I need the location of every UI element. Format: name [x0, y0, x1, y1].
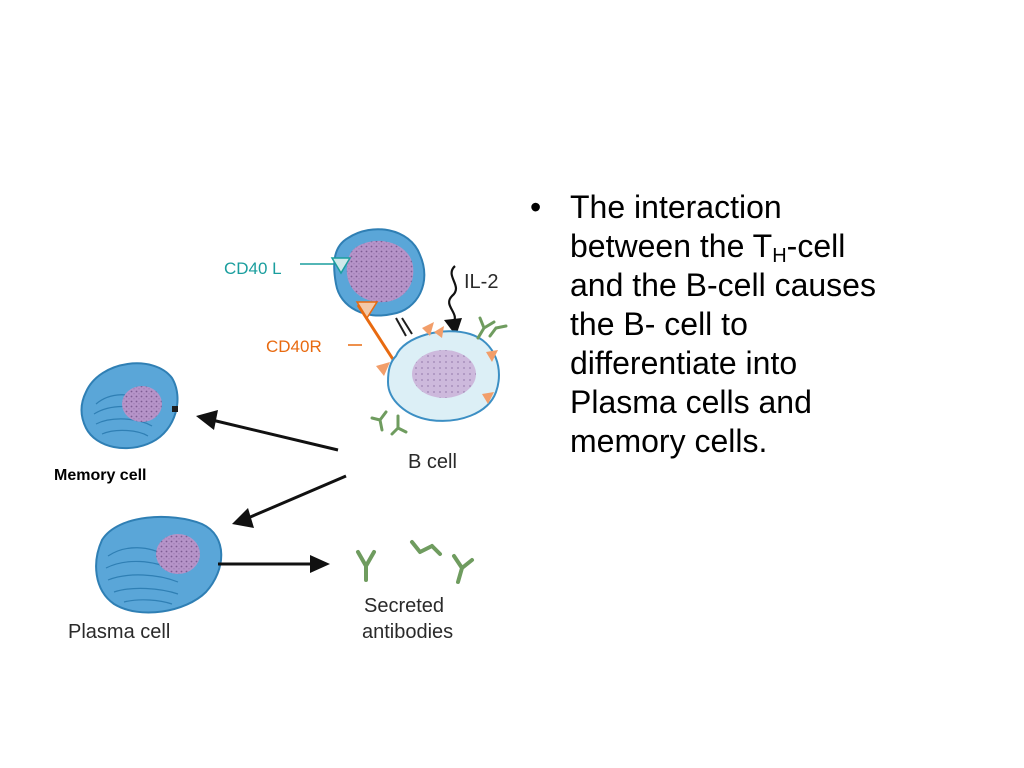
bullet-line: memory cells.	[570, 423, 768, 459]
bullet-line: The interaction	[570, 189, 782, 225]
cd40l-label: CD40 L	[224, 259, 282, 278]
bullet-line: differentiate into	[570, 345, 798, 381]
memory-cell-label: Memory cell	[54, 467, 146, 484]
il2-label: IL-2	[464, 271, 498, 293]
bullet-line: and the B-cell causes	[570, 267, 876, 303]
antibodies-label: antibodies	[362, 621, 453, 643]
b-cell-label: B cell	[408, 451, 457, 473]
bullet-text: The interaction between the TH-cell and …	[570, 188, 990, 461]
bullet-line: the B- cell to	[570, 306, 748, 342]
il2-arrow	[444, 265, 462, 336]
cd40r-receptor-icon	[355, 301, 379, 320]
t-helper-cell	[333, 228, 426, 317]
bullet-line: Plasma cells and	[570, 384, 812, 420]
tcr-connectors	[395, 317, 413, 337]
bullet-symbol: •	[530, 189, 542, 225]
plasma-cell-label: Plasma cell	[68, 621, 170, 643]
b-to-memory-arrow	[196, 410, 339, 452]
memory-cell	[80, 362, 179, 450]
b-cell	[370, 316, 508, 436]
secreted-antibodies-icon	[356, 540, 474, 584]
plasma-cell	[95, 515, 223, 614]
cd40l-receptor-icon	[330, 257, 352, 275]
b-to-plasma-arrow	[232, 474, 347, 528]
secreted-label: Secreted	[364, 595, 444, 617]
plasma-to-antibodies-arrow	[218, 555, 330, 573]
bullet-line: between the TH-cell	[570, 228, 846, 267]
cd40r-label: CD40R	[266, 337, 322, 356]
